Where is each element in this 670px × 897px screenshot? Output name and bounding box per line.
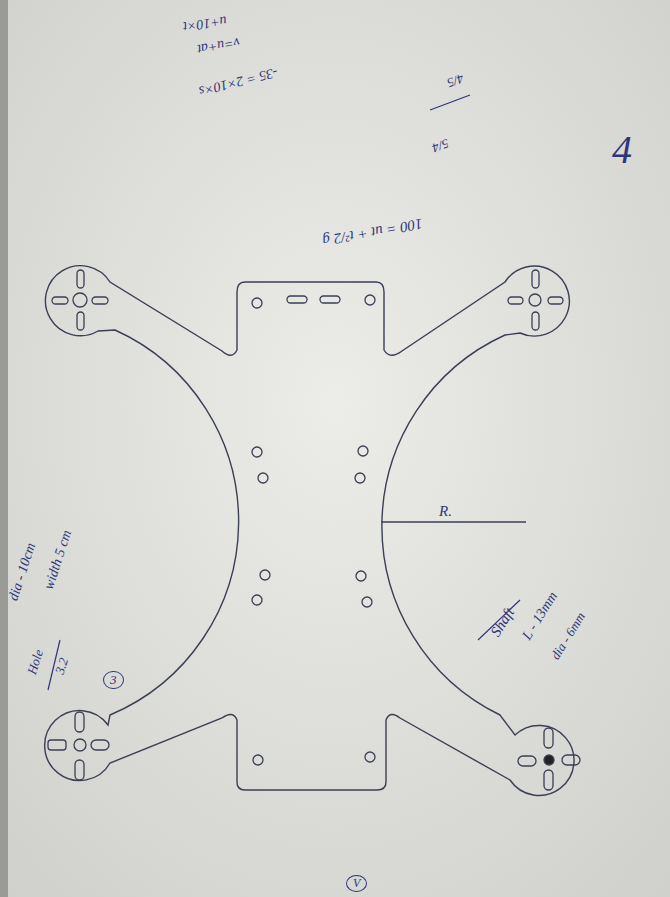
note-underlines (48, 95, 520, 690)
radius-label: R. (439, 503, 452, 520)
paper-edge (0, 0, 8, 897)
callout-number: 3 (103, 671, 124, 689)
page-number: 4 (612, 128, 632, 172)
holes (48, 270, 580, 790)
frame-outline (45, 266, 574, 796)
